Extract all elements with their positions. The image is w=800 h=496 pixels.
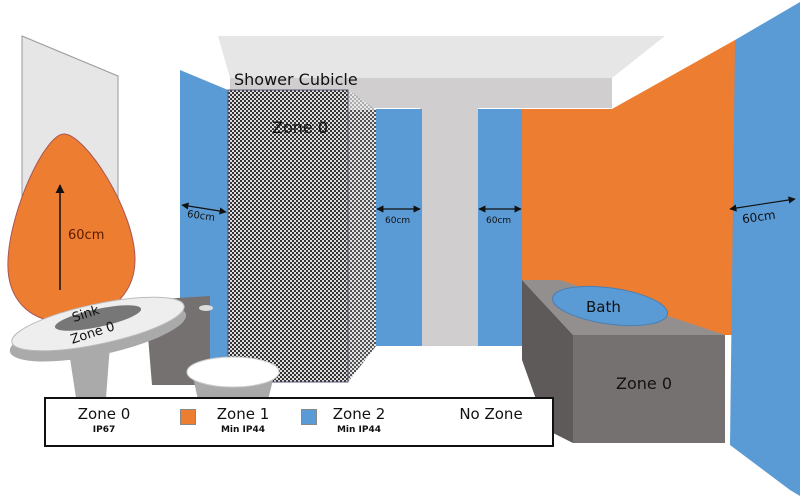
- legend: Zone 0 IP67 Zone 1 Min IP44 Zone 2 Min I…: [44, 397, 554, 447]
- sink-height-label: 60cm: [68, 228, 105, 243]
- shower-cubicle: [227, 89, 349, 383]
- zone1-swatch: [180, 409, 196, 425]
- sink-basin: [54, 305, 142, 331]
- legend-item-no-zone: No Zone: [459, 405, 523, 423]
- shower-cubicle-label: Shower Cubicle: [234, 70, 358, 89]
- distance-label-bath-left: 60cm: [486, 216, 512, 226]
- bath-zone-label: Zone 0: [616, 374, 672, 393]
- bath-label: Bath: [586, 298, 621, 316]
- zone1-bath-wall: [522, 40, 735, 335]
- bath-front: [573, 335, 725, 443]
- legend-item-zone2: Zone 2 Min IP44: [332, 405, 386, 435]
- toilet-handle: [199, 305, 213, 311]
- shower-side: [348, 90, 376, 382]
- back-pillar: [420, 108, 478, 346]
- distance-label-shower-right: 60cm: [385, 216, 411, 226]
- ceiling: [218, 36, 665, 78]
- bath-side-left: [522, 280, 573, 443]
- toilet-seat: [186, 356, 280, 388]
- zone2-swatch: [301, 409, 317, 425]
- zone2-wall-bath-left: [478, 109, 524, 346]
- legend-item-zone1: Zone 1 Min IP44: [216, 405, 270, 435]
- shower-zone-label: Zone 0: [272, 118, 328, 137]
- zone2-wall-shower-right: [376, 109, 422, 346]
- bath-tub: [552, 285, 668, 327]
- legend-item-zone0: Zone 0 IP67: [77, 405, 131, 435]
- zone2-wall-right: [730, 2, 800, 496]
